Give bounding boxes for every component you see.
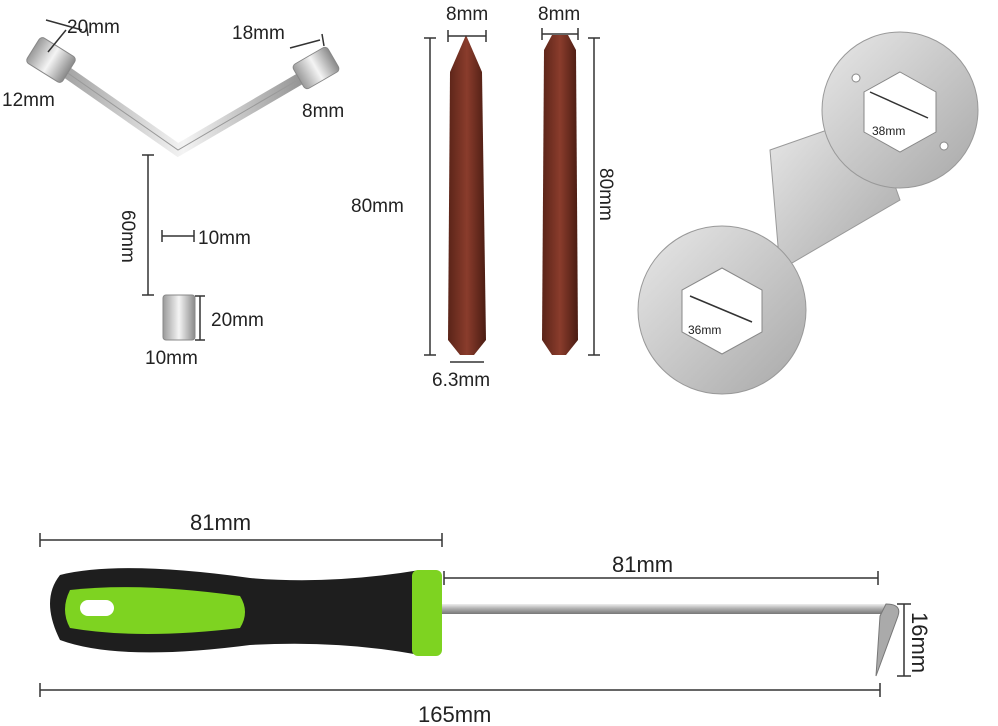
washing-machine-spanner: 38mm 36mm	[637, 31, 979, 395]
handle-grip	[65, 587, 245, 634]
hook-tip	[875, 603, 900, 677]
label-bottom-socket-length: 20mm	[211, 310, 264, 331]
phillips-bit	[448, 35, 486, 355]
label-top-left-width: 20mm	[67, 17, 120, 38]
y-wrench-arms	[46, 56, 321, 158]
label-left-socket: 12mm	[2, 90, 55, 111]
top-hex-hole	[863, 71, 937, 153]
label-total-length: 165mm	[418, 702, 491, 726]
bottom-socket	[162, 294, 196, 341]
label-stem-diameter: 10mm	[198, 228, 251, 249]
label-slotted-length: 80mm	[595, 168, 616, 221]
handle-collar	[412, 570, 442, 656]
label-stem-length: 60mm	[117, 210, 138, 263]
label-phillips-length: 80mm	[351, 196, 404, 217]
label-bottom-socket: 10mm	[145, 348, 198, 369]
label-right-socket: 8mm	[302, 101, 344, 122]
left-socket	[26, 37, 76, 83]
label-slotted-width: 8mm	[538, 4, 580, 25]
label-bottom-hex: 36mm	[688, 323, 721, 337]
hook-pick-tool: 81mm 81mm 16mm 165mm	[39, 510, 932, 726]
right-socket	[292, 46, 340, 90]
label-shank: 6.3mm	[432, 370, 490, 391]
label-handle-length: 81mm	[190, 510, 251, 535]
slotted-bit	[542, 35, 578, 355]
hook-shaft	[442, 604, 888, 614]
label-top-hex: 38mm	[872, 124, 905, 138]
y-wrench: 20mm 18mm 12mm 8mm 60mm 10mm 20mm 10mm	[2, 17, 344, 369]
label-top-right-width: 18mm	[232, 23, 285, 44]
label-shaft-length: 81mm	[612, 552, 673, 577]
label-phillips-width: 8mm	[446, 4, 488, 25]
screwdriver-bits: 8mm 8mm 80mm 80mm 6.3mm	[351, 4, 616, 391]
hanging-hole	[80, 600, 114, 616]
bottom-hex-hole	[681, 267, 763, 355]
label-hook-height: 16mm	[907, 612, 932, 673]
